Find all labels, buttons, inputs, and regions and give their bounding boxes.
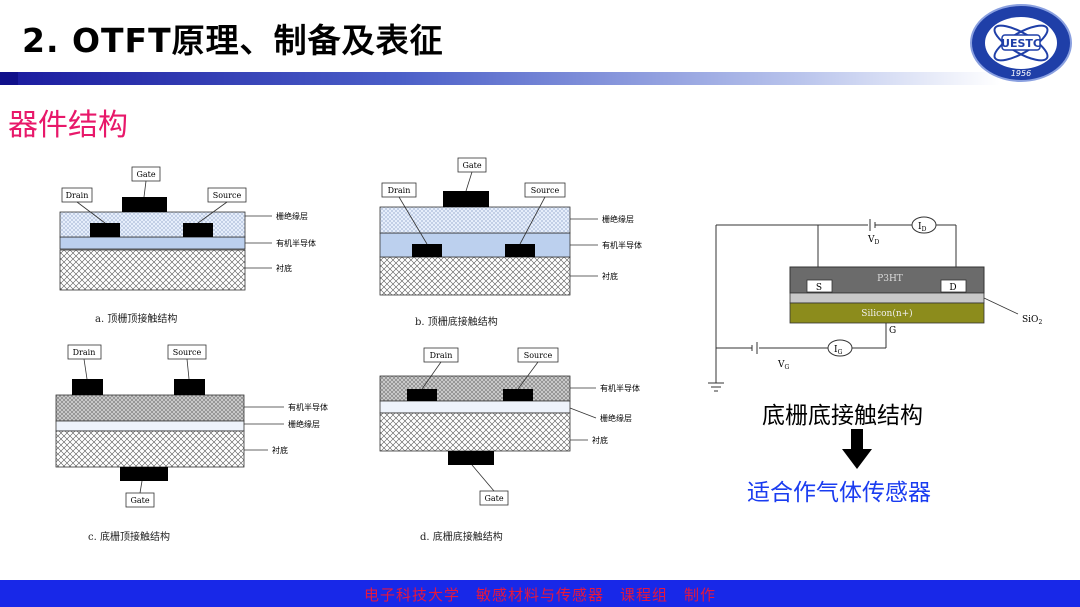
footer-bar (0, 580, 1080, 607)
substrate-label: 衬底 (276, 263, 292, 273)
insulator-label: 栅绝缘层 (600, 413, 632, 423)
caption-b: b. 顶栅底接触结构 (415, 317, 498, 328)
silicon-label: Silicon(n+) (861, 308, 912, 319)
section-title: 器件结构 (8, 108, 128, 143)
svg-text:IG: IG (834, 345, 843, 356)
source-label: Source (524, 351, 553, 360)
caption-a: a. 顶栅顶接触结构 (95, 314, 178, 325)
ig-label: I (834, 345, 838, 355)
g-label: G (889, 326, 896, 336)
vg-label: V (777, 360, 785, 370)
ig-sub: G (838, 349, 843, 356)
bottom-gate-bottom-contact-circuit: VD ID P3HT S D Silicon(n+) SiO2 G IG VG (708, 216, 1042, 392)
drain-label: Drain (388, 186, 411, 195)
university-seal-icon: UESTC 1956 (970, 4, 1072, 82)
id-label: I (918, 222, 922, 232)
svg-text:VG: VG (777, 360, 790, 371)
vd-sub: D (875, 239, 880, 246)
diagram-top-gate-bottom-contact: Drain Gate Source 栅绝缘层 有机半导体 衬底 (379, 157, 642, 296)
svg-text:ID: ID (918, 222, 927, 233)
svg-text:VD: VD (867, 235, 880, 246)
source-label: Source (213, 191, 242, 200)
insulator-label: 栅绝缘层 (602, 214, 634, 224)
s-label: S (816, 283, 822, 293)
svg-text:SiO2: SiO2 (1022, 315, 1042, 326)
footer-text: 电子科技大学 敏感材料与传感器 课程组 制作 (363, 586, 716, 604)
title-bar-accent (0, 72, 18, 85)
d-label: D (949, 283, 956, 293)
source-label: Source (173, 348, 202, 357)
title-underline-bar (0, 72, 1000, 85)
insulator-label: 栅绝缘层 (276, 211, 308, 221)
caption-d: d. 底栅底接触结构 (420, 532, 503, 543)
down-arrow-icon (842, 429, 872, 469)
gate-label: Gate (136, 170, 155, 179)
application-label: 适合作气体传感器 (747, 480, 931, 506)
structure-label: 底栅底接触结构 (762, 403, 923, 429)
caption-c: c. 底栅顶接触结构 (88, 532, 170, 543)
sio2-label: SiO (1022, 315, 1038, 325)
p3ht-label: P3HT (877, 274, 903, 284)
id-sub: D (922, 226, 927, 233)
logo-text: UESTC (1001, 37, 1041, 50)
insulator-label: 栅绝缘层 (288, 419, 320, 429)
diagram-bottom-gate-top-contact: Drain Source Gate 有机半导体 栅绝缘层 衬底 (55, 344, 328, 508)
vg-sub: G (785, 364, 790, 371)
sio2-sub: 2 (1038, 319, 1042, 326)
vd-label: V (867, 235, 875, 245)
semiconductor-label: 有机半导体 (276, 238, 316, 248)
drain-label: Drain (73, 348, 96, 357)
source-label: Source (531, 186, 560, 195)
semiconductor-label: 有机半导体 (288, 402, 328, 412)
substrate-label: 衬底 (592, 435, 608, 445)
logo-year: 1956 (1011, 69, 1031, 78)
drain-label: Drain (430, 351, 453, 360)
substrate-label: 衬底 (272, 445, 288, 455)
page-title: 2. OTFT原理、制备及表征 (22, 21, 444, 60)
diagram-bottom-gate-bottom-contact: Drain Source Gate 有机半导体 栅绝缘层 衬底 (379, 347, 640, 506)
diagram-top-gate-top-contact: Drain Gate Source 栅绝缘层 有机半导体 衬底 (59, 166, 316, 291)
semiconductor-label: 有机半导体 (600, 383, 640, 393)
gate-label: Gate (484, 494, 503, 503)
substrate-label: 衬底 (602, 271, 618, 281)
semiconductor-label: 有机半导体 (602, 240, 642, 250)
drain-label: Drain (66, 191, 89, 200)
gate-label: Gate (462, 161, 481, 170)
gate-label: Gate (130, 496, 149, 505)
